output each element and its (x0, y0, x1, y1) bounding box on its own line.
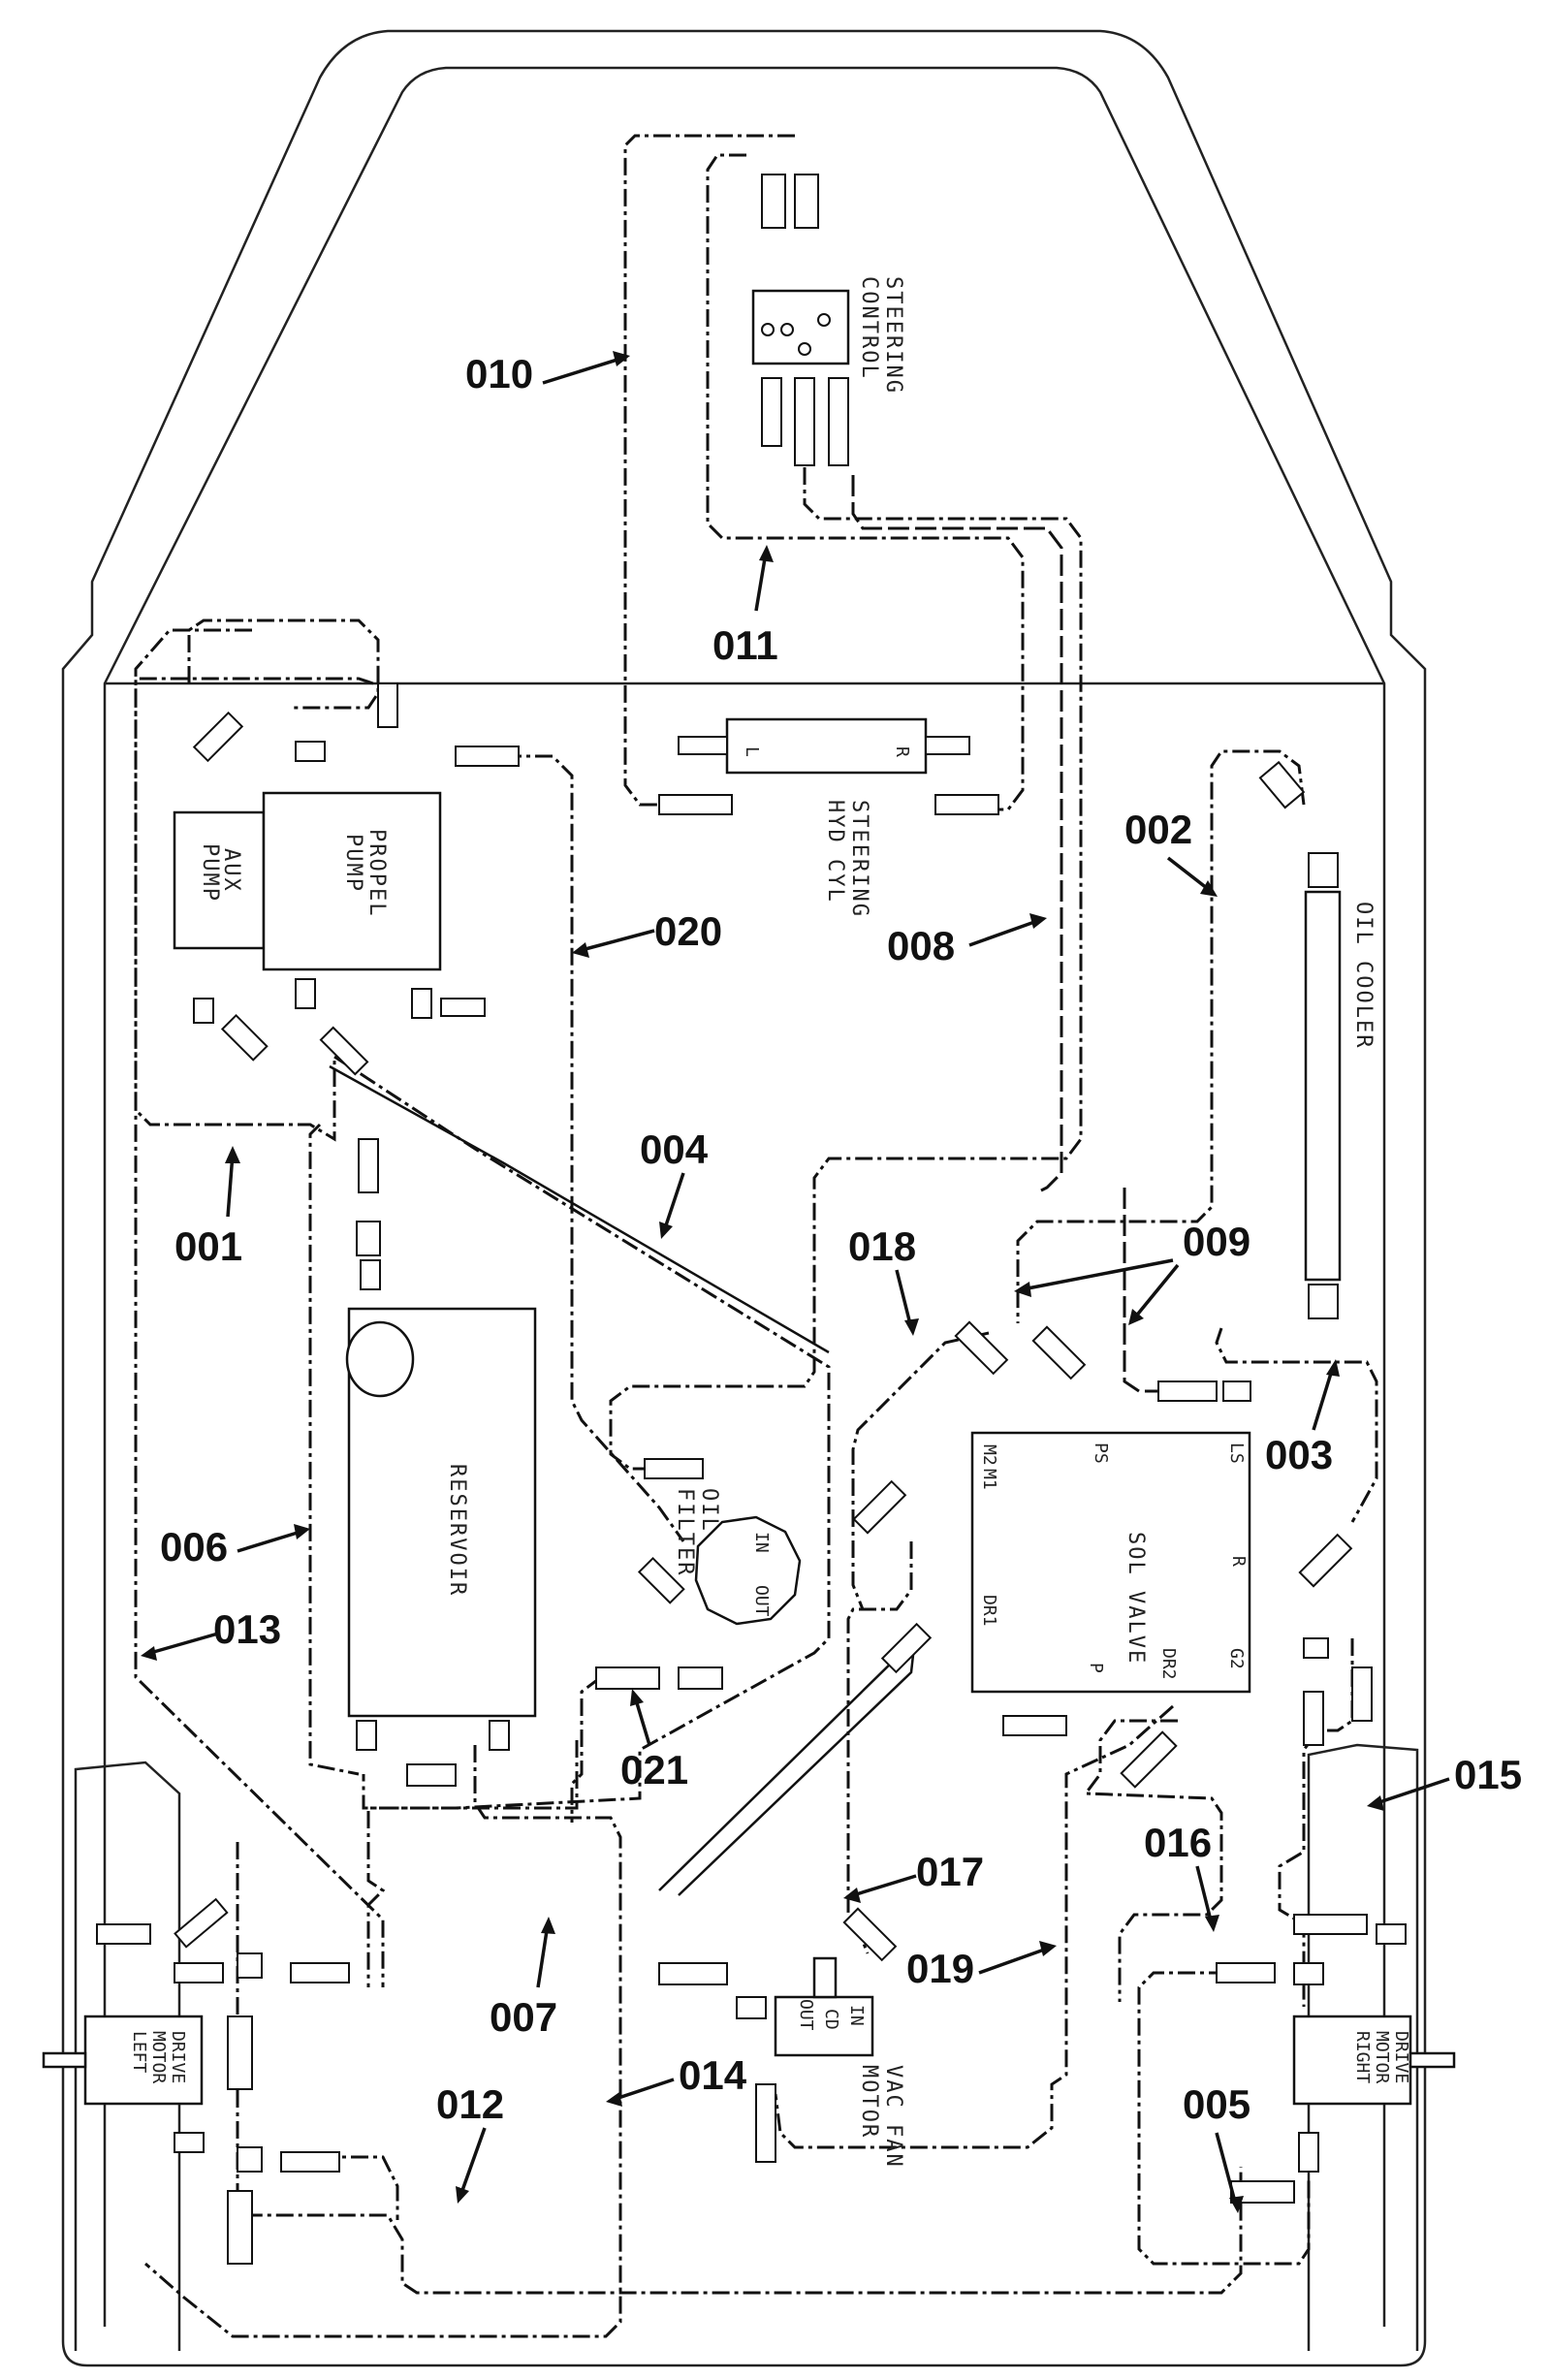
sol-valve-port-ps: PS (1091, 1443, 1111, 1464)
callout-006: 006 (160, 1524, 228, 1570)
sol-valve-port-p: P (1086, 1663, 1106, 1673)
callout-012: 012 (436, 2081, 504, 2127)
hose-006 (308, 1123, 360, 1776)
hose-020 (504, 754, 685, 1542)
aux-pump: AUX PUMP (173, 810, 266, 950)
callout-007: 007 (490, 1994, 557, 2040)
steering-cyl-port-r: R (892, 746, 912, 757)
leader-arrows (141, 351, 1450, 2213)
propel-pump: PROPEL PUMP (262, 791, 442, 971)
frame-outer (61, 29, 1427, 2367)
hose-014 (144, 1745, 622, 2338)
drive-motor-left-label-2: MOTOR (148, 2031, 169, 2083)
vac-fan-port-out: OUT (796, 1999, 816, 2031)
callout-010: 010 (465, 351, 533, 397)
steering-control-label-2: CONTROL (857, 276, 881, 380)
line-pump-diag-c (658, 1652, 902, 1891)
hose-015 (1278, 1638, 1354, 2007)
oil-cooler-label: OIL COOLER (1351, 902, 1376, 1049)
oil-filter-port-in: IN (751, 1532, 772, 1553)
hose-018 (851, 1331, 990, 1610)
callout-013: 013 (213, 1606, 281, 1652)
callouts: 001 002 003 004 005 006 007 008 009 010 … (160, 351, 1522, 2127)
sol-valve-port-dr2: DR2 (1158, 1648, 1179, 1680)
callout-021: 021 (620, 1747, 688, 1793)
callout-016: 016 (1144, 1820, 1212, 1865)
hose-007 (366, 1740, 579, 1987)
hose-016 (1083, 1719, 1223, 2002)
steering-cyl-port-l: L (742, 746, 762, 757)
hose-011 (706, 153, 1025, 811)
hose-001 (134, 619, 380, 1142)
hose-019 (774, 1704, 1174, 2149)
sol-valve-port-ls: LS (1226, 1443, 1247, 1464)
callout-017: 017 (916, 1849, 984, 1894)
callout-004: 004 (640, 1127, 709, 1172)
hose-008 (609, 436, 1083, 1471)
drive-motor-right-label-3: RIGHT (1352, 2031, 1373, 2083)
vac-fan-label-1: VAC FAN (881, 2065, 905, 2169)
oil-filter-label-1: OIL (697, 1488, 721, 1533)
callout-002: 002 (1124, 807, 1192, 852)
callout-014: 014 (679, 2052, 747, 2098)
hose-021 (570, 1675, 602, 1823)
drive-motor-right-label-2: MOTOR (1372, 2031, 1392, 2083)
oil-filter: IN OUT OIL FILTER (595, 1458, 802, 1690)
sol-valve-port-m1: M1 (979, 1469, 999, 1490)
hose-003 (1215, 1327, 1378, 1523)
hose-012 (236, 1842, 1243, 2295)
hose-005 (1137, 1971, 1311, 2266)
drive-motor-right-label-1: DRIVE (1391, 2031, 1411, 2083)
sol-valve-port-m2: M2 (979, 1444, 999, 1466)
oil-filter-port-out: OUT (751, 1585, 772, 1617)
oil-filter-label-2: FILTER (673, 1488, 697, 1576)
callout-003: 003 (1265, 1432, 1333, 1477)
pump-fittings (192, 682, 520, 1076)
callout-015: 015 (1454, 1752, 1522, 1797)
propel-pump-label-1: PROPEL (364, 829, 389, 917)
drive-motor-left-label-1: DRIVE (168, 2031, 188, 2083)
vac-fan-port-in: IN (846, 2005, 867, 2026)
line-pump-diag-a (329, 1064, 830, 1354)
drive-motor-right: DRIVE MOTOR RIGHT (1216, 1914, 1456, 2204)
callout-005: 005 (1183, 2081, 1250, 2127)
callout-011: 011 (712, 622, 778, 668)
steering-control-label-1: STEERING (881, 276, 905, 395)
sol-valve-port-r: R (1228, 1556, 1249, 1567)
hose-013 (134, 628, 385, 1987)
steering-cyl-label-1: STEERING (847, 800, 871, 918)
reservoir: RESERVOIR (345, 1138, 537, 1787)
oil-cooler: OIL COOLER (1258, 760, 1376, 1319)
aux-pump-label-2: PUMP (198, 843, 222, 903)
frame-lower-inner (74, 1743, 1419, 2351)
callout-008: 008 (887, 923, 955, 968)
callout-009: 009 (1183, 1219, 1250, 1264)
sol-valve-port-g2: G2 (1226, 1648, 1247, 1669)
aux-pump-label-1: AUX (219, 848, 243, 893)
vac-fan-label-2: MOTOR (857, 2065, 881, 2139)
hose-010 (623, 134, 795, 807)
propel-pump-label-2: PUMP (341, 834, 365, 893)
callout-018: 018 (848, 1223, 916, 1269)
vac-fan-port-cd: CD (821, 2009, 841, 2030)
callout-020: 020 (654, 908, 722, 954)
steering-control: STEERING CONTROL (751, 174, 905, 466)
drive-motor-left: DRIVE MOTOR LEFT (42, 1897, 350, 2265)
vac-fan-motor: IN CD OUT VAC FAN MOTOR (658, 1907, 905, 2169)
hose-009 (851, 475, 1158, 1393)
drive-motor-left-label-3: LEFT (129, 2031, 149, 2074)
steering-cyl-label-2: HYD CYL (823, 800, 847, 904)
sol-valve-port-dr1: DR1 (979, 1595, 999, 1627)
callout-019: 019 (906, 1946, 974, 1991)
frame-inner (103, 66, 1386, 2327)
hose-012b (320, 2155, 399, 2220)
sol-valve: M2 PS LS M1 R DR1 P DR2 G2 SOL VALVE (852, 1320, 1373, 1789)
sol-valve-label: SOL VALVE (1124, 1532, 1148, 1665)
steering-hyd-cyl: L R STEERING HYD CYL (658, 717, 999, 918)
callout-001: 001 (174, 1223, 242, 1269)
reservoir-label: RESERVOIR (445, 1464, 469, 1597)
hose-004 (333, 1055, 831, 1810)
